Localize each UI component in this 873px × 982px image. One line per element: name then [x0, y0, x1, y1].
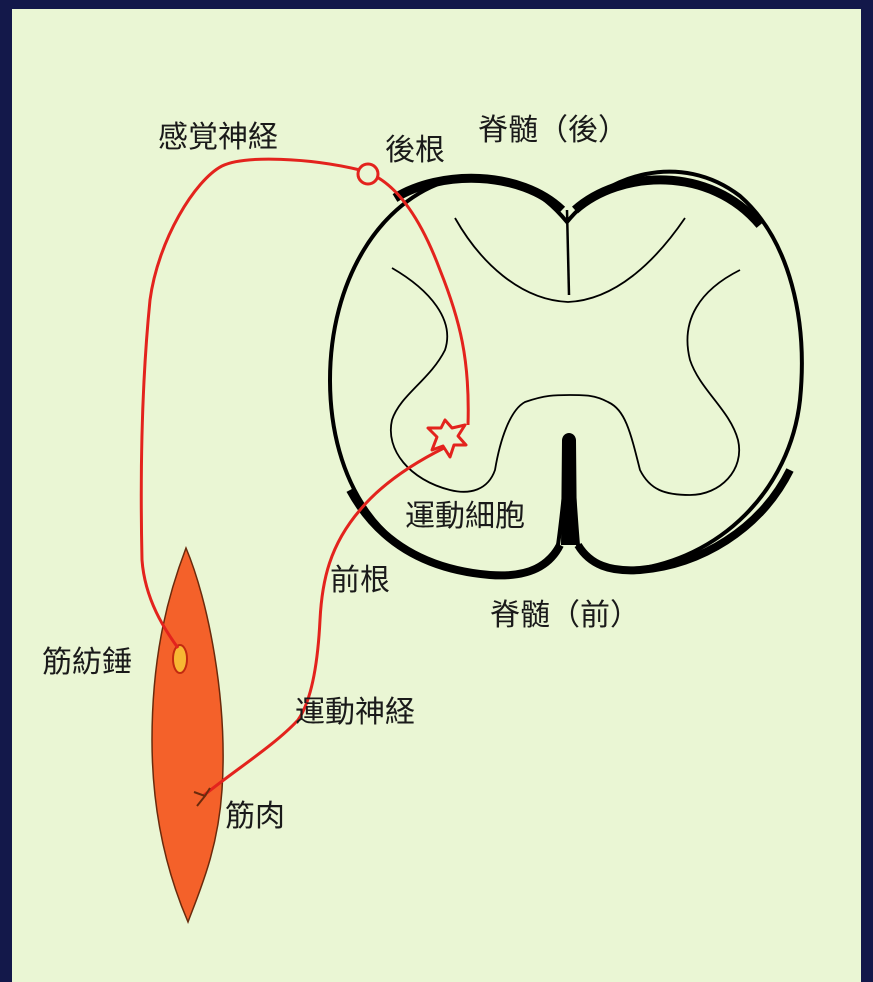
label-sensory-nerve: 感覚神経 — [158, 120, 278, 155]
label-dorsal-root: 後根 — [385, 133, 445, 168]
dorsal-surface-edge-right — [575, 180, 760, 225]
label-motor-cell: 運動細胞 — [405, 499, 525, 534]
muscle-spindle-shape — [173, 645, 187, 673]
label-ventral-root: 前根 — [330, 563, 390, 598]
label-muscle: 筋肉 — [225, 799, 285, 834]
anterior-median-fissure — [562, 434, 576, 545]
label-spinal-cord-anterior: 脊髄（前） — [490, 598, 640, 633]
dorsal-root-ganglion-shape — [358, 164, 378, 184]
muscle-shape — [152, 548, 223, 922]
motor-neuron-shape — [428, 420, 466, 457]
label-spinal-cord-posterior: 脊髄（後） — [478, 113, 628, 148]
label-motor-nerve: 運動神経 — [295, 695, 415, 730]
label-muscle-spindle: 筋紡錘 — [42, 645, 132, 680]
